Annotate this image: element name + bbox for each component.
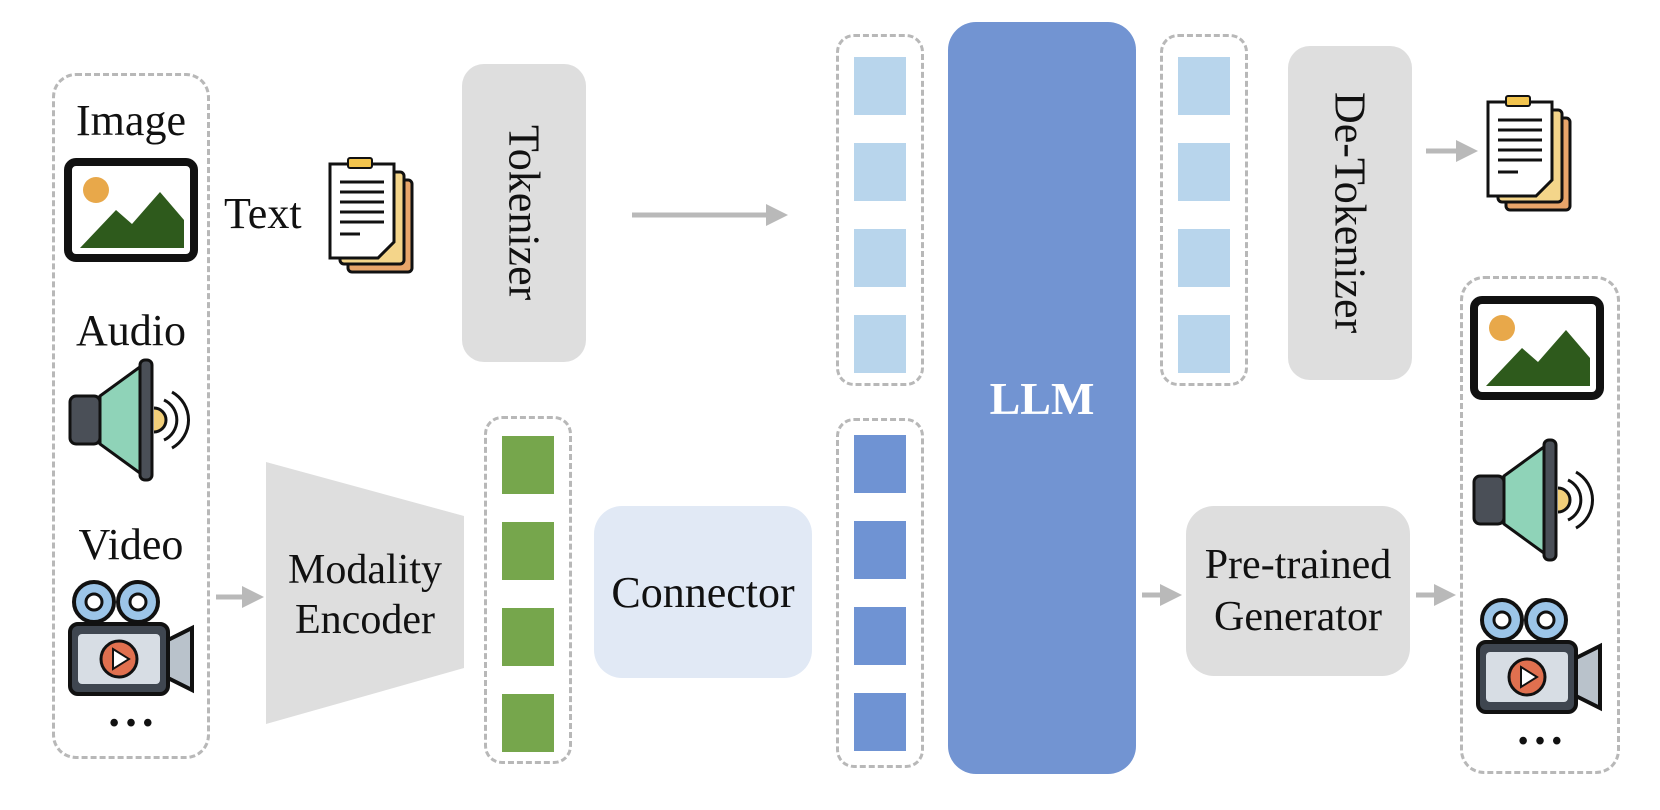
generator-line1: Pre-trained — [1204, 542, 1392, 588]
text-label: Text — [224, 189, 302, 238]
input-to-encoder-arrow — [216, 586, 264, 608]
output-image-icon — [1470, 296, 1604, 400]
connector-label: Connector — [611, 567, 795, 617]
output-more-ellipsis: • • • — [1518, 726, 1562, 757]
output-token — [1178, 229, 1230, 287]
modality-encoder-block — [266, 462, 464, 724]
video-camera-icon — [68, 580, 194, 696]
text-token-group — [836, 34, 924, 386]
modality-token — [854, 607, 906, 665]
encoder-token-group — [484, 416, 572, 764]
text-token — [854, 315, 906, 373]
modality-token — [854, 693, 906, 751]
generator-to-output-arrow — [1416, 584, 1456, 606]
llm-label: LLM — [989, 372, 1095, 424]
output-token — [1178, 57, 1230, 115]
document-icon — [328, 157, 414, 274]
output-speaker-icon — [1472, 438, 1594, 562]
modality-token — [854, 521, 906, 579]
encoder-token — [502, 522, 554, 580]
detokenizer-block: De-Tokenizer — [1288, 46, 1412, 380]
detokenizer-to-text-arrow — [1426, 140, 1478, 162]
connector-block: Connector — [594, 506, 812, 678]
video-label: Video — [78, 519, 184, 569]
tokenizer-to-tokens-arrow — [632, 204, 788, 226]
generator-line2: Generator — [1214, 594, 1382, 640]
input-more-ellipsis: • • • — [109, 708, 153, 739]
llm-block: LLM — [948, 22, 1136, 774]
image-label: Image — [76, 95, 186, 145]
encoder-token — [502, 608, 554, 666]
detokenizer-label: De-Tokenizer — [1325, 92, 1375, 334]
modality-encoder-label: Modality Encoder — [266, 540, 464, 650]
generator-block: Pre-trained Generator — [1186, 506, 1410, 676]
text-token — [854, 229, 906, 287]
encoder-token — [502, 694, 554, 752]
text-token — [854, 143, 906, 201]
output-modalities-group — [1460, 276, 1620, 774]
audio-label: Audio — [76, 305, 186, 355]
modality-token — [854, 435, 906, 493]
output-document-icon — [1486, 95, 1572, 212]
tokenizer-label: Tokenizer — [499, 125, 549, 301]
modality-encoder-line2: Encoder — [295, 597, 435, 643]
output-video-camera-icon — [1476, 598, 1602, 714]
input-modalities-group — [52, 73, 210, 759]
output-token — [1178, 143, 1230, 201]
llm-to-generator-arrow — [1142, 584, 1182, 606]
encoder-token — [502, 436, 554, 494]
image-icon — [64, 158, 198, 262]
modality-encoder-line1: Modality — [288, 547, 442, 593]
output-token-group — [1160, 34, 1248, 386]
tokenizer-block: Tokenizer — [462, 64, 586, 362]
output-token — [1178, 315, 1230, 373]
speaker-icon — [68, 358, 190, 482]
text-token — [854, 57, 906, 115]
modality-token-group — [836, 418, 924, 768]
